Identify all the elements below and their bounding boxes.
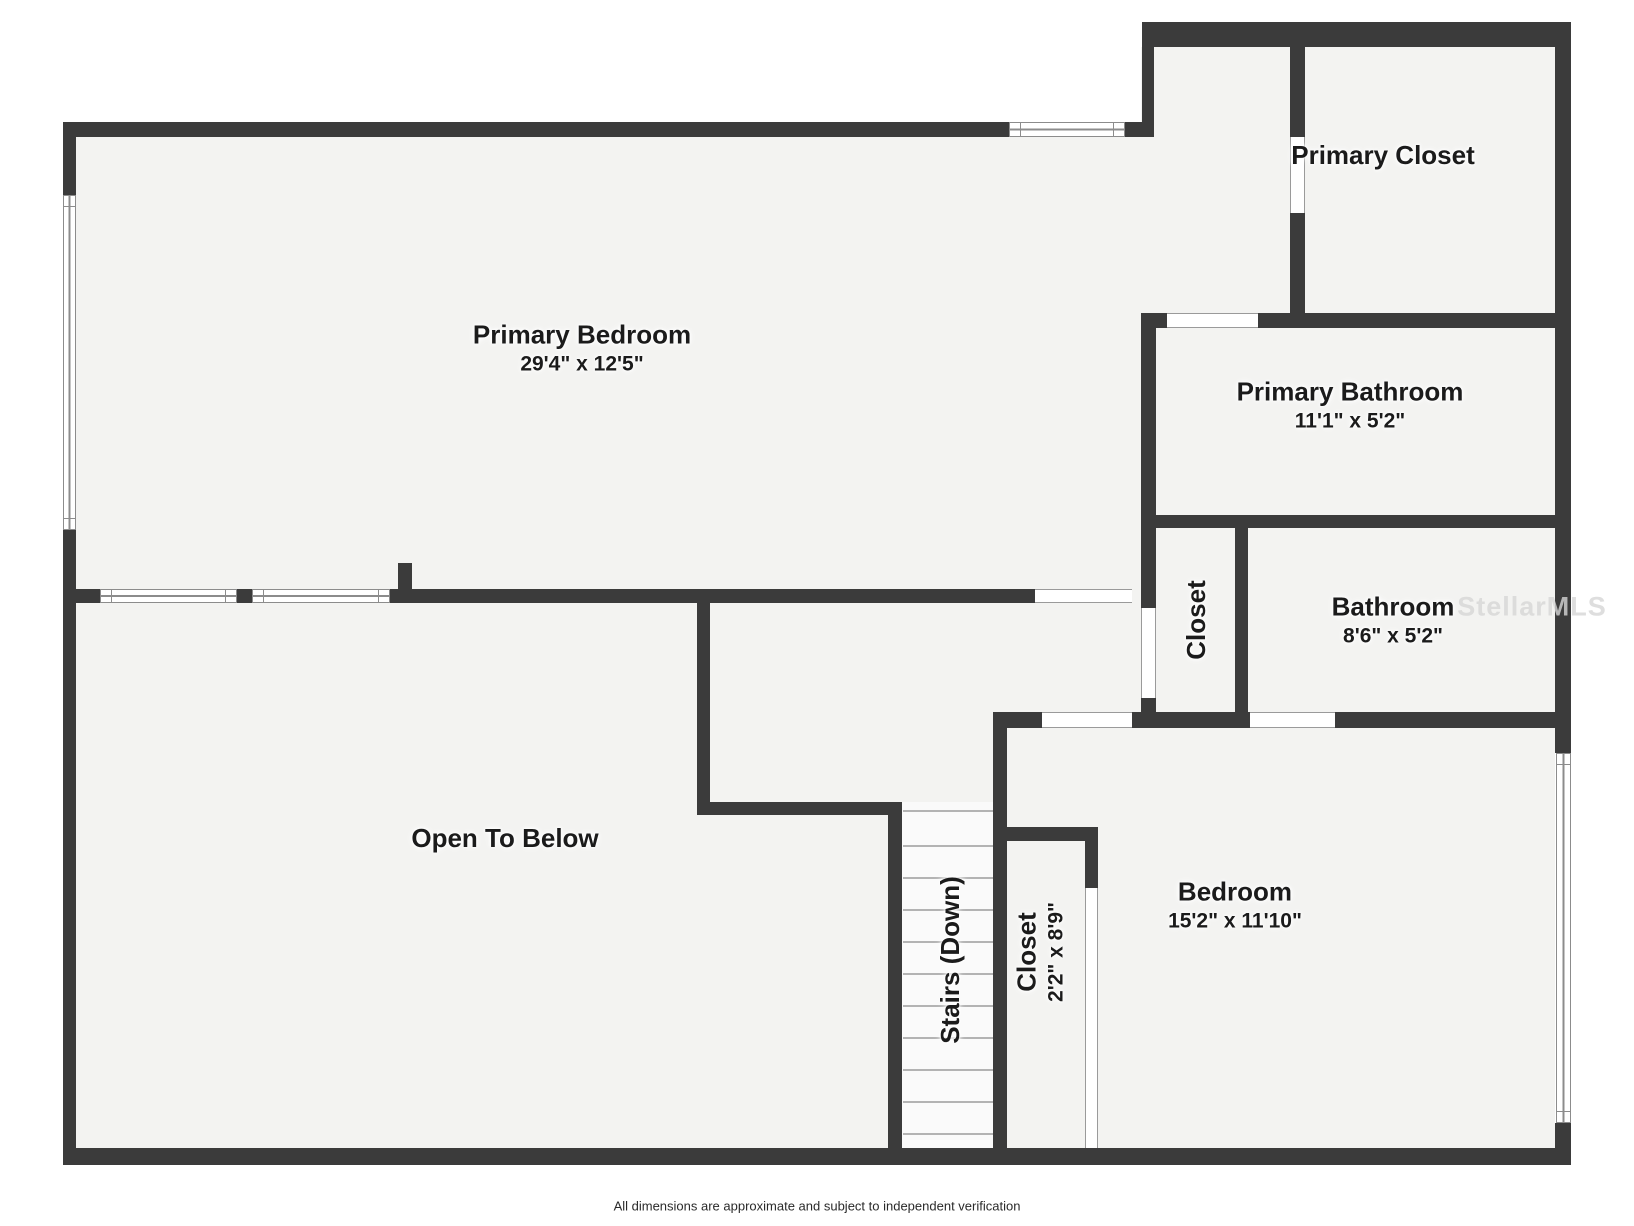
window-bedroom-bottom-2 (252, 589, 390, 603)
wall-hall-seg1 (993, 712, 1042, 728)
door-opening-primary-closet (1290, 137, 1305, 213)
floor-open-to-below-lower (710, 815, 888, 1148)
floor-primary-closet (1305, 47, 1555, 313)
door-opening-bedroom-closet (1085, 888, 1098, 1148)
stair-tread (903, 909, 993, 911)
floor-stairwell (902, 802, 993, 1148)
wall-primary-bathroom-left (1141, 313, 1156, 515)
wall-hall-closet-right (1235, 515, 1248, 728)
floor-bathroom (1248, 528, 1555, 712)
wall-bedroom-closet-top (993, 827, 1098, 841)
wall-l-vertical (697, 589, 710, 815)
wall-bedroom-closet-right (1085, 827, 1098, 888)
floor-primary-bathroom (1156, 328, 1555, 515)
room-name: Open To Below (411, 822, 599, 853)
stair-tread (903, 1101, 993, 1103)
wall-bottom (63, 1148, 1571, 1165)
room-label-stairs: Stairs (Down) (934, 876, 967, 1044)
wall-right-lower (1555, 1123, 1571, 1165)
wall-stairs-right (993, 712, 1007, 1148)
door-opening-bedroom (1042, 712, 1132, 728)
door-opening-hall-closet (1141, 608, 1156, 698)
room-name: Primary Bathroom (1236, 376, 1464, 407)
room-dimensions: 2'2" x 8'9" (1044, 902, 1068, 1002)
floor-open-to-below (76, 603, 710, 1148)
wall-bathroom-top (1141, 515, 1555, 528)
floor-hall-upper (710, 603, 1141, 712)
room-label-bedroom-closet: Closet 2'2" x 8'9" (1011, 902, 1070, 1002)
room-name: Primary Bedroom (472, 319, 692, 350)
floor-hall-closet (1156, 528, 1235, 712)
floor-vestibule (1141, 47, 1290, 328)
floor-bedroom (1007, 728, 1555, 1148)
wall-hall-closet-left-lower (1141, 698, 1156, 728)
wall-l-horizontal (697, 802, 902, 815)
door-opening-bathroom (1250, 712, 1335, 728)
wall-step (1142, 22, 1154, 137)
wall-right-upper (1555, 22, 1571, 753)
window-bedroom-top-wall (1009, 122, 1125, 137)
stair-tread (903, 973, 993, 975)
door-opening-primary-bathroom (1167, 313, 1258, 328)
floor-primary-bedroom (76, 137, 1141, 603)
wall-primary-closet-left-upper (1290, 47, 1305, 137)
room-name: Bathroom (1331, 591, 1455, 622)
room-label-bathroom: Bathroom 8'6" x 5'2" (1332, 591, 1455, 650)
stair-tread (903, 810, 993, 812)
wall-top-bedroom (63, 122, 1154, 137)
room-name: Closet (1011, 912, 1042, 992)
window-bedroom-right-wall (1556, 753, 1571, 1123)
wall-left-upper (63, 122, 76, 197)
room-label-open-to-below: Open To Below (411, 822, 598, 855)
wall-primary-bathroom-top-seg1 (1141, 313, 1167, 328)
wall-left-lower (63, 528, 76, 1165)
room-dimensions: 8'6" x 5'2" (1343, 624, 1443, 648)
stair-tread (903, 845, 993, 847)
room-label-hall-closet: Closet (1180, 580, 1213, 659)
stair-tread (903, 1069, 993, 1071)
room-name: Stairs (Down) (934, 876, 965, 1044)
stair-tread (903, 941, 993, 943)
wall-hall-seg2 (1132, 712, 1250, 728)
wall-hall-closet-left-upper (1141, 515, 1156, 608)
window-left-wall (63, 195, 76, 530)
floor-hall-lower (710, 712, 993, 802)
stair-tread (903, 877, 993, 879)
wall-primary-bathroom-top-seg2 (1258, 313, 1555, 328)
stellar-mls-watermark: StellarMLS (1457, 591, 1607, 622)
disclaimer-text: All dimensions are approximate and subje… (613, 1198, 1021, 1214)
room-name: Closet (1180, 580, 1211, 660)
room-name: Primary Closet (1291, 139, 1475, 170)
room-label-primary-bedroom: Primary Bedroom 29'4" x 12'5" (473, 319, 691, 378)
room-name: Bedroom (1177, 876, 1293, 907)
stair-tread (903, 1005, 993, 1007)
window-bedroom-bottom-1 (100, 589, 237, 603)
wall-stairs-left (888, 802, 902, 1148)
room-label-primary-bathroom: Primary Bathroom 11'1" x 5'2" (1237, 376, 1464, 435)
door-opening-primary-bedroom (1035, 589, 1132, 603)
room-label-primary-closet: Primary Closet (1291, 139, 1475, 172)
wall-hall-seg3 (1335, 712, 1555, 728)
room-dimensions: 11'1" x 5'2" (1294, 409, 1406, 433)
wall-primary-closet-left-lower (1290, 213, 1305, 328)
wall-top-right (1142, 22, 1571, 47)
room-dimensions: 15'2" x 11'10" (1168, 909, 1302, 933)
room-label-bedroom: Bedroom 15'2" x 11'10" (1168, 876, 1302, 935)
room-dimensions: 29'4" x 12'5" (520, 352, 644, 376)
wall-stub (398, 563, 412, 589)
stair-tread (903, 1133, 993, 1135)
stair-tread (903, 1037, 993, 1039)
